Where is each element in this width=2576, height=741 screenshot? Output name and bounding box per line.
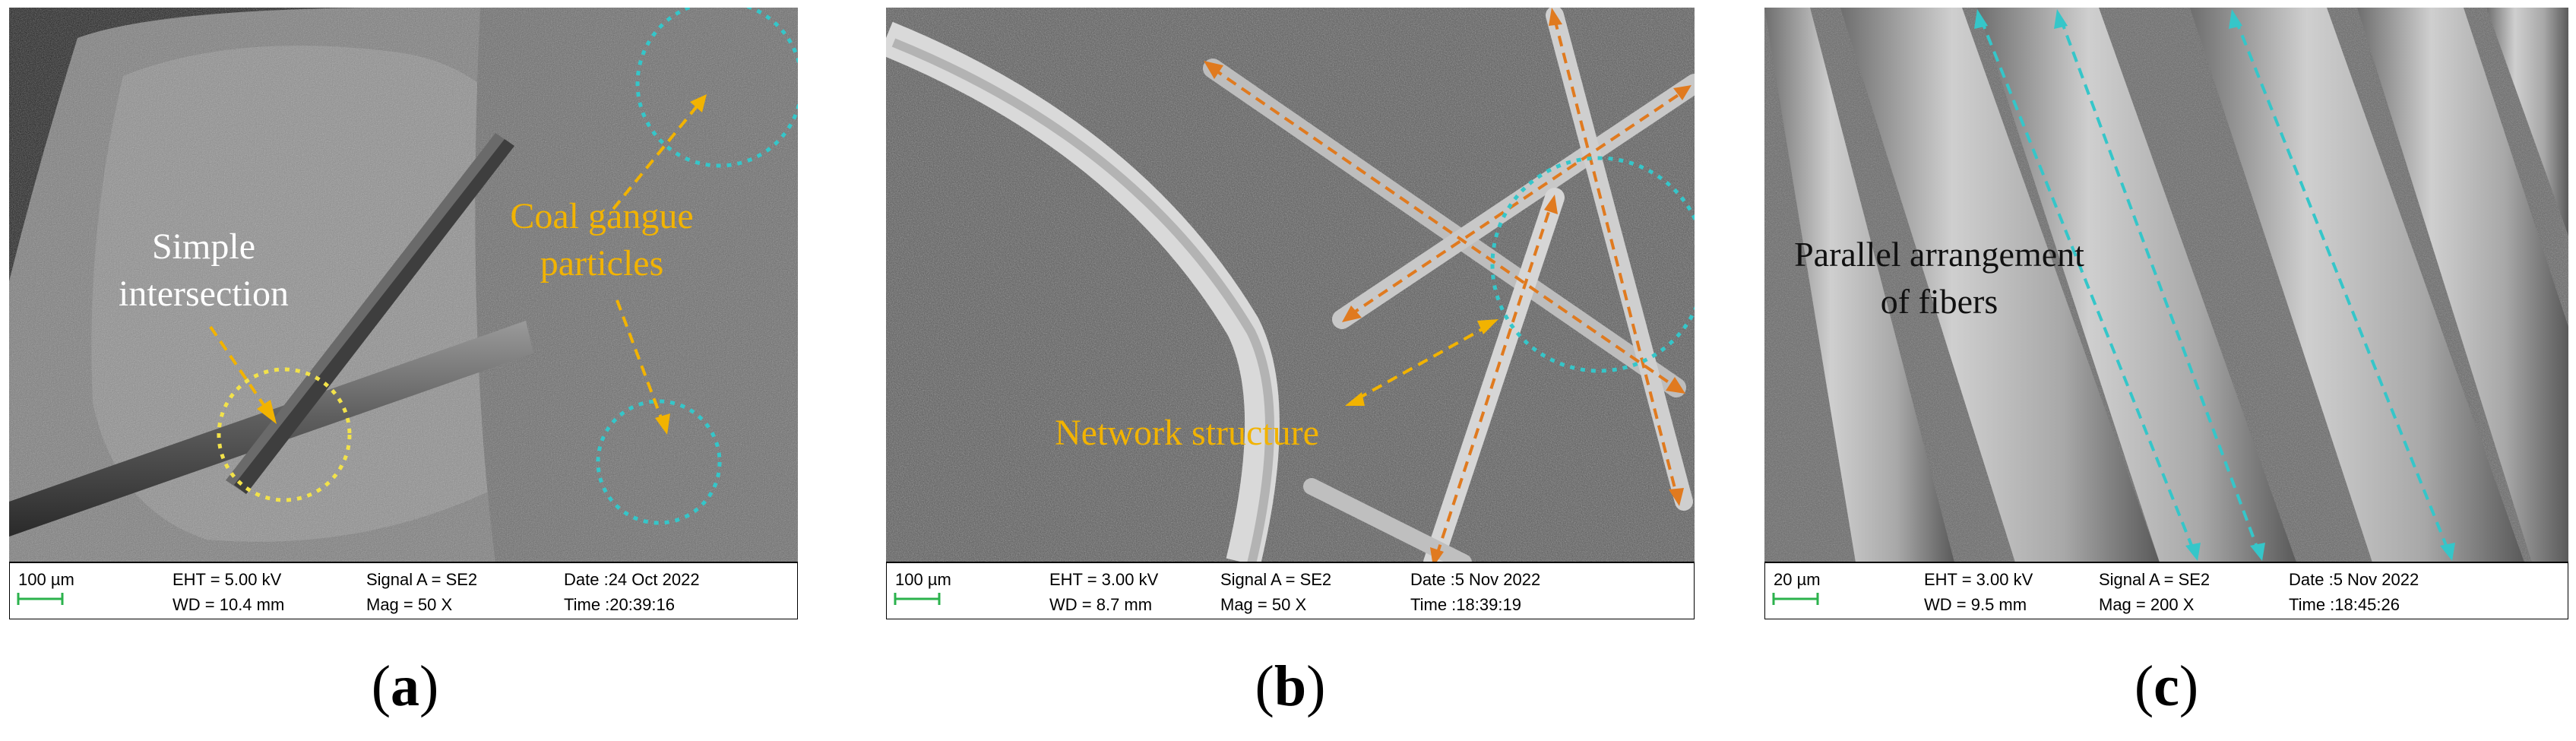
pointer-arrow — [1356, 325, 1487, 401]
arrowhead-icon — [1477, 319, 1498, 334]
arrowhead-icon — [2054, 9, 2068, 29]
annotation-label: Simple — [152, 226, 255, 267]
sem-image-a: Simple intersection Coal gangue particle… — [9, 8, 798, 619]
intersection-marker-circle — [217, 367, 352, 502]
signal-value: Signal A = SE2 — [2099, 570, 2210, 589]
fiber — [9, 133, 533, 537]
network-marker-circle — [1490, 156, 1695, 373]
scale-label: 20 µm — [1774, 570, 1821, 589]
arrowhead-icon — [1204, 61, 1223, 79]
arrowhead-icon — [2440, 543, 2455, 561]
scale-label: 100 µm — [18, 570, 74, 589]
arrowhead-icon — [1342, 306, 1362, 322]
arrowhead-icon — [1549, 8, 1562, 26]
arrowhead-icon — [690, 94, 707, 112]
annotation-label: Network structure — [1055, 413, 1319, 453]
scale-bar — [1772, 593, 1819, 605]
scale-bar — [17, 593, 64, 605]
mag-value: Mag = 50 X — [366, 595, 452, 614]
date-value: Date :5 Nov 2022 — [2289, 570, 2419, 589]
arrowhead-icon — [1673, 85, 1691, 100]
mag-value: Mag = 50 X — [1220, 595, 1306, 614]
fiber — [1764, 8, 2568, 562]
eht-value: EHT = 3.00 kV — [1924, 570, 2033, 589]
sem-panel-c: Parallel arrangement of fibers 20 µm EHT… — [1764, 8, 2568, 619]
particle-marker-circle — [596, 399, 722, 525]
signal-value: Signal A = SE2 — [366, 570, 477, 589]
annotation-label: Parallel arrangement — [1794, 235, 2084, 274]
date-value: Date :24 Oct 2022 — [564, 570, 700, 589]
arrowhead-icon — [2250, 543, 2265, 561]
sem-databar: 20 µm EHT = 3.00 kV WD = 9.5 mm Signal A… — [1764, 562, 2568, 619]
time-value: Time :18:45:26 — [2289, 595, 2400, 614]
sem-panel-b: Network structure 100 µm EHT = 3.00 kV W… — [886, 8, 1695, 619]
time-value: Time :20:39:16 — [564, 595, 675, 614]
sem-databar: 100 µm EHT = 3.00 kV WD = 8.7 mm Signal … — [886, 562, 1695, 619]
fiber-shade — [891, 38, 1274, 568]
direction-arrow — [1979, 18, 2450, 552]
arrowhead-icon — [1974, 9, 1988, 29]
annotation-label: Coal gangue — [510, 196, 693, 236]
eht-value: EHT = 3.00 kV — [1049, 570, 1159, 589]
sem-image-c: Parallel arrangement of fibers 20 µm EHT… — [1764, 8, 2568, 619]
wd-value: WD = 9.5 mm — [1924, 595, 2027, 614]
signal-value: Signal A = SE2 — [1220, 570, 1331, 589]
arrowhead-icon — [257, 400, 277, 424]
arrowhead-icon — [1666, 377, 1685, 394]
pointer-arrow — [612, 105, 698, 211]
wd-value: WD = 8.7 mm — [1049, 595, 1152, 614]
sem-panel-a: Simple intersection Coal gangue particle… — [9, 8, 798, 619]
sem-image-b: Network structure 100 µm EHT = 3.00 kV W… — [886, 8, 1695, 619]
annotation-label: particles — [540, 243, 664, 283]
panel-caption-c: (c) — [2134, 654, 2199, 718]
mag-value: Mag = 200 X — [2099, 595, 2195, 614]
arrowhead-icon — [1345, 392, 1365, 406]
scale-label: 100 µm — [895, 570, 951, 589]
sem-databar: 100 µm EHT = 5.00 kV WD = 10.4 mm Signal… — [9, 562, 798, 619]
scale-bar — [894, 593, 941, 605]
arrowhead-icon — [1669, 488, 1684, 506]
wd-value: WD = 10.4 mm — [172, 595, 284, 614]
arrowhead-icon — [1544, 195, 1558, 214]
annotation-label: of fibers — [1881, 282, 1998, 321]
time-value: Time :18:39:19 — [1410, 595, 1521, 614]
direction-arrow — [1211, 18, 1685, 556]
panel-caption-b: (b) — [1255, 654, 1326, 718]
annotation-label: intersection — [119, 274, 289, 314]
panel-caption-a: (a) — [371, 654, 439, 718]
date-value: Date :5 Nov 2022 — [1410, 570, 1540, 589]
arrowhead-icon — [2185, 543, 2201, 561]
pointer-arrow — [616, 299, 664, 423]
arrowhead-icon — [2229, 9, 2242, 29]
particle-marker-circle — [635, 8, 798, 168]
arrowhead-icon — [655, 413, 670, 435]
eht-value: EHT = 5.00 kV — [172, 570, 282, 589]
